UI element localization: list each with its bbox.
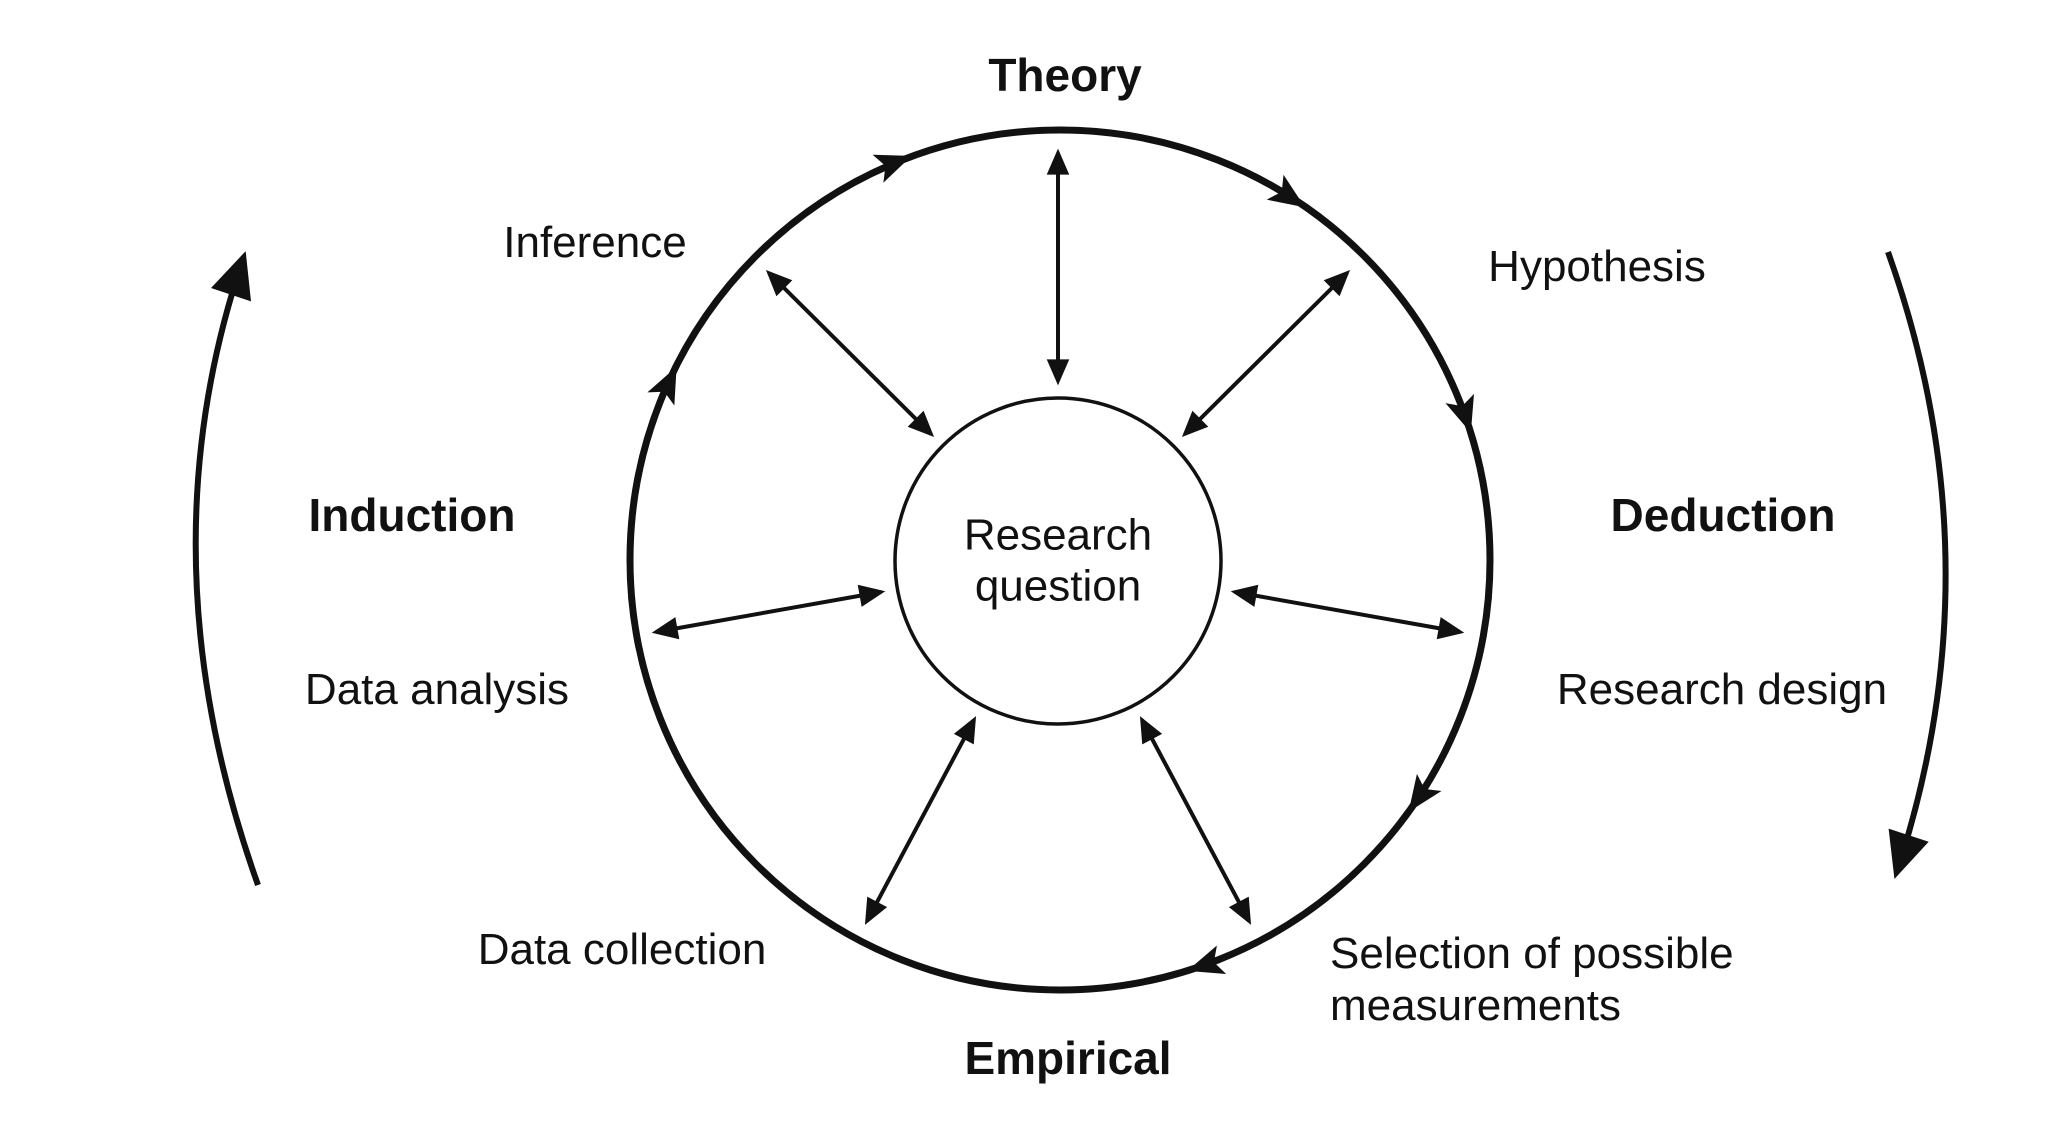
outer-cycle-circle	[626, 126, 1494, 994]
label-induction: Induction	[308, 488, 516, 541]
label-hypothesis: Hypothesis	[1488, 242, 1706, 292]
cycle-direction-arrowheads	[647, 154, 1474, 974]
double-arrow-research-design	[1230, 584, 1465, 640]
double-arrow-data-collection	[864, 716, 977, 925]
double-arrow-inference	[765, 269, 935, 438]
cycle-arrowhead-icon	[1187, 945, 1227, 974]
center-node-circle	[893, 396, 1223, 726]
double-arrow-selection	[1139, 716, 1252, 925]
double-arrow-data-analysis	[651, 584, 886, 640]
center-node-label: Research question	[963, 510, 1153, 610]
cycle-arrowhead-icon	[1408, 773, 1442, 812]
label-research-design: Research design	[1556, 665, 1888, 715]
label-data-analysis: Data analysis	[304, 665, 570, 715]
double-arrow-hypothesis	[1181, 269, 1351, 438]
label-theory: Theory	[988, 48, 1142, 101]
cycle-arrowhead-icon	[647, 366, 677, 406]
radial-double-arrows	[651, 148, 1465, 925]
label-empirical: Empirical	[964, 1031, 1172, 1084]
label-selection-of-measurements: Selection of possible measurements	[1330, 929, 1734, 1030]
cycle-arrowhead-icon	[872, 154, 912, 183]
cycle-arrowhead-icon	[1266, 174, 1305, 208]
label-deduction: Deduction	[1610, 488, 1836, 541]
label-inference: Inference	[503, 218, 687, 268]
label-data-collection: Data collection	[477, 925, 767, 975]
induction-arc-arrow	[192, 251, 261, 887]
cycle-arrowhead-icon	[1445, 393, 1474, 433]
deduction-arc-arrow	[1885, 250, 1949, 879]
